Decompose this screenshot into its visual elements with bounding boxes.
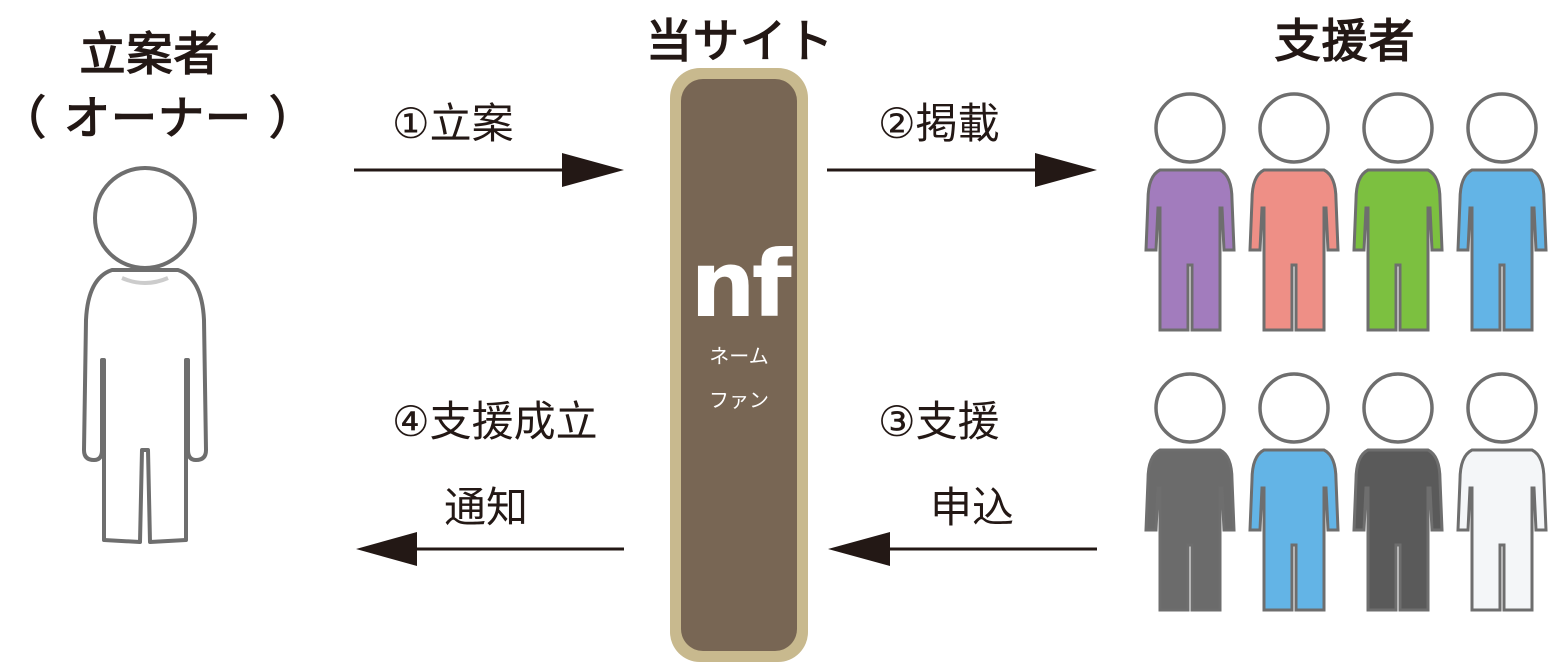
step1-label: ①立案 [392, 99, 514, 148]
step4-label: ④支援成立 [392, 397, 598, 446]
site-name-line2: ファン [709, 388, 769, 412]
step4-label-line2: 通知 [444, 483, 529, 532]
supporter-salmon [1248, 92, 1340, 332]
owner-figure [82, 166, 208, 544]
step3-label-line2: 申込 [930, 483, 1015, 532]
owner-subtitle: （ オーナー ） [0, 91, 317, 145]
site-name-line1: ネーム [709, 344, 768, 368]
arrow-site-to-owner [356, 532, 624, 566]
supporter-title: 支援者 [1274, 14, 1416, 68]
arrow-supporters-to-site [828, 532, 1097, 566]
site-pillar: nf ネーム ファン [670, 68, 808, 662]
owner-title: 立案者 [79, 27, 221, 81]
step3-label: ③支援 [878, 397, 1000, 446]
site-logo: nf [690, 231, 792, 338]
supporter-suit [1144, 372, 1236, 612]
supporter-blue [1456, 92, 1548, 332]
arrow-owner-to-site [354, 153, 624, 187]
supporter-green [1352, 92, 1444, 332]
step2-label: ②掲載 [878, 99, 1000, 148]
supporters-grid [1144, 92, 1548, 612]
arrow-site-to-supporters [827, 153, 1097, 187]
supporter-suit-dark [1352, 372, 1444, 612]
supporter-purple [1144, 92, 1236, 332]
site-title: 当サイト [646, 14, 834, 68]
supporter-worker [1248, 372, 1340, 612]
supporter-labcoat [1456, 372, 1548, 612]
